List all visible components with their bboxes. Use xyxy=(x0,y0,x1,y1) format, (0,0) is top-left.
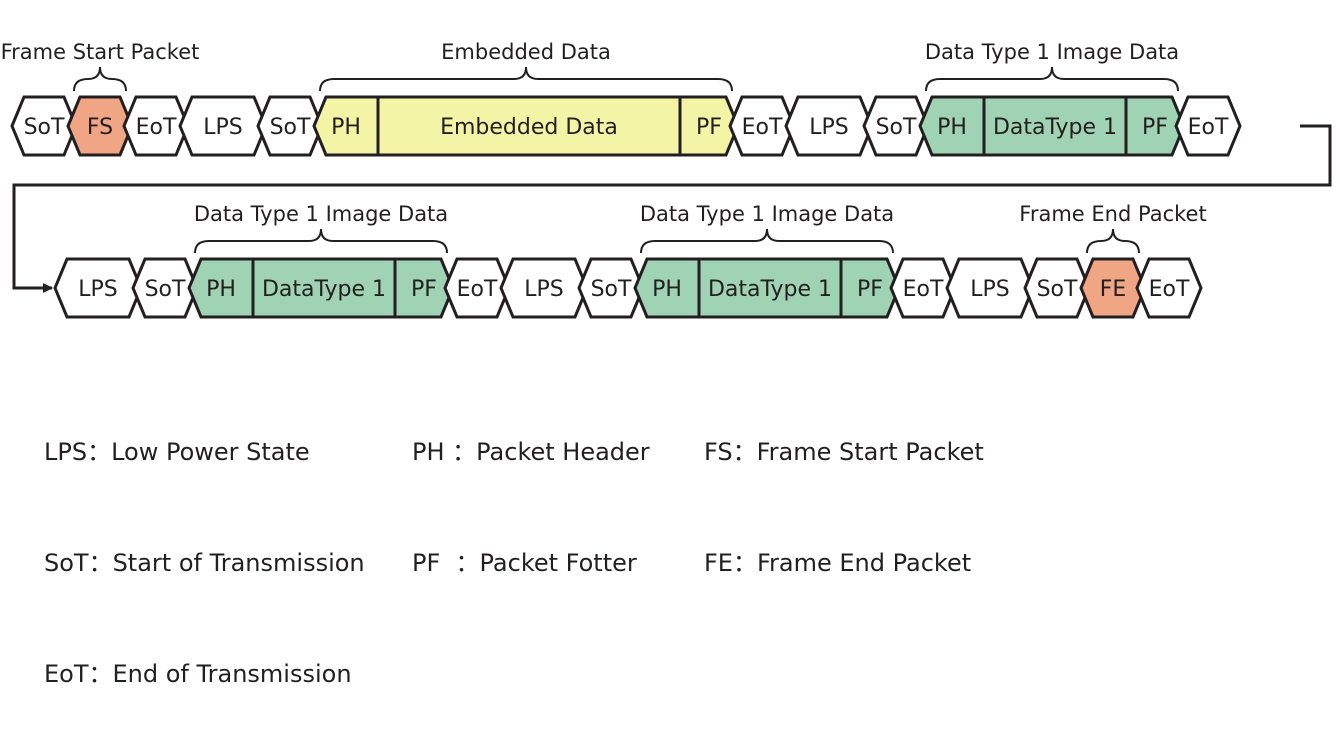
legend-column-1: LPS：Low Power State SoT：Start of Transmi… xyxy=(44,360,365,730)
lps-symbol: LPS xyxy=(53,257,143,319)
legend-item-pf: PF ：Packet Fotter xyxy=(412,549,637,577)
sot-symbol: SoT xyxy=(577,257,645,319)
annotation-embedded-data: Embedded Data xyxy=(319,40,733,92)
annotation-label: Frame Start Packet xyxy=(1,40,200,64)
eot-symbol: EoT xyxy=(122,95,190,157)
fs-symbol: FS xyxy=(66,95,134,157)
annotation-label: Frame End Packet xyxy=(1019,202,1206,226)
packet-cell-embedded-data: Embedded Data xyxy=(440,115,618,140)
packet-cell-datatype-1: DataType 1 xyxy=(993,115,1117,140)
legend-column-2: PH ：Packet Header PF ：Packet Fotter xyxy=(412,360,650,619)
legend-item-fs: FS：Frame Start Packet xyxy=(704,438,984,466)
lps-symbol: LPS xyxy=(784,95,874,157)
packet-cell-ph: PH xyxy=(331,115,361,140)
image-data-packet: PH DataType 1 PF xyxy=(633,257,901,319)
sot-symbol-label: SoT xyxy=(270,115,311,140)
lps-symbol-label: LPS xyxy=(203,115,243,140)
packet-cell-ph: PH xyxy=(937,115,967,140)
legend-item-ph: PH ：Packet Header xyxy=(412,438,650,466)
packet-cell-datatype-1: DataType 1 xyxy=(708,277,832,302)
embedded-data-packet: PH Embedded Data PF xyxy=(312,95,740,157)
packet-cell-pf: PF xyxy=(857,277,883,302)
annotation-data-type-1-image-data: Data Type 1 Image Data xyxy=(194,202,448,254)
curly-brace-icon xyxy=(640,228,894,254)
packet-cell-ph: PH xyxy=(652,277,682,302)
annotation-label: Data Type 1 Image Data xyxy=(640,202,894,226)
fe-symbol: FE xyxy=(1079,257,1147,319)
sot-symbol-label: SoT xyxy=(145,277,186,302)
annotation-frame-end-packet: Frame End Packet xyxy=(1019,202,1207,254)
lps-symbol-label: LPS xyxy=(809,115,849,140)
sot-symbol-label: SoT xyxy=(1037,277,1078,302)
eot-symbol-label: EoT xyxy=(136,115,177,140)
annotation-data-type-1-image-data: Data Type 1 Image Data xyxy=(640,202,894,254)
eot-symbol-label: EoT xyxy=(1188,115,1229,140)
annotation-label: Data Type 1 Image Data xyxy=(925,40,1179,64)
eot-symbol: EoT xyxy=(1174,95,1242,157)
lps-symbol: LPS xyxy=(945,257,1035,319)
flow-connector-arrow xyxy=(12,124,1332,293)
packet-cell-pf: PF xyxy=(1142,115,1168,140)
packet-cell-ph: PH xyxy=(206,277,236,302)
curly-brace-icon xyxy=(194,228,448,254)
fs-symbol-label: FS xyxy=(87,115,113,140)
curly-brace-icon xyxy=(1086,228,1140,254)
lps-symbol: LPS xyxy=(499,257,589,319)
fe-symbol-label: FE xyxy=(1100,277,1127,302)
sot-symbol: SoT xyxy=(862,95,930,157)
legend-column-3: FS：Frame Start Packet FE：Frame End Packe… xyxy=(704,360,984,619)
annotation-label: Data Type 1 Image Data xyxy=(194,202,448,226)
lps-symbol-label: LPS xyxy=(524,277,564,302)
eot-symbol-label: EoT xyxy=(457,277,498,302)
annotation-label: Embedded Data xyxy=(441,40,611,64)
image-data-packet: PH DataType 1 PF xyxy=(187,257,455,319)
sot-symbol: SoT xyxy=(1023,257,1091,319)
curly-brace-icon xyxy=(319,66,733,92)
sot-symbol-label: SoT xyxy=(876,115,917,140)
eot-symbol-shape xyxy=(1135,257,1203,319)
curly-brace-icon xyxy=(925,66,1179,92)
legend-item-fe: FE：Frame End Packet xyxy=(704,549,972,577)
annotation-frame-start-packet: Frame Start Packet xyxy=(1,40,200,92)
annotation-data-type-1-image-data: Data Type 1 Image Data xyxy=(925,40,1179,92)
packet-cell-datatype-1: DataType 1 xyxy=(262,277,386,302)
eot-symbol: EoT xyxy=(889,257,957,319)
sot-symbol-label: SoT xyxy=(24,115,65,140)
eot-symbol-label: EoT xyxy=(903,277,944,302)
eot-symbol-shape xyxy=(1174,95,1242,157)
lps-symbol-label: LPS xyxy=(970,277,1010,302)
image-data-packet: PH DataType 1 PF xyxy=(918,95,1186,157)
lps-symbol-label: LPS xyxy=(78,277,118,302)
curly-brace-icon xyxy=(73,66,127,92)
legend-item-sot: SoT：Start of Transmission xyxy=(44,549,365,577)
packet-cell-pf: PF xyxy=(411,277,437,302)
eot-symbol-label: EoT xyxy=(1149,277,1190,302)
eot-symbol-label: EoT xyxy=(742,115,783,140)
sot-symbol-label: SoT xyxy=(591,277,632,302)
packet-row-2: LPS SoT PH DataType 1 PF EoT LPS SoT PH DataType … xyxy=(53,202,1207,319)
legend-item-lps: LPS：Low Power State xyxy=(44,438,310,466)
packet-cell-pf: PF xyxy=(696,115,722,140)
sot-symbol: SoT xyxy=(256,95,324,157)
legend-item-eot: EoT：End of Transmission xyxy=(44,660,352,688)
lps-symbol: LPS xyxy=(178,95,268,157)
eot-symbol: EoT xyxy=(1135,257,1203,319)
